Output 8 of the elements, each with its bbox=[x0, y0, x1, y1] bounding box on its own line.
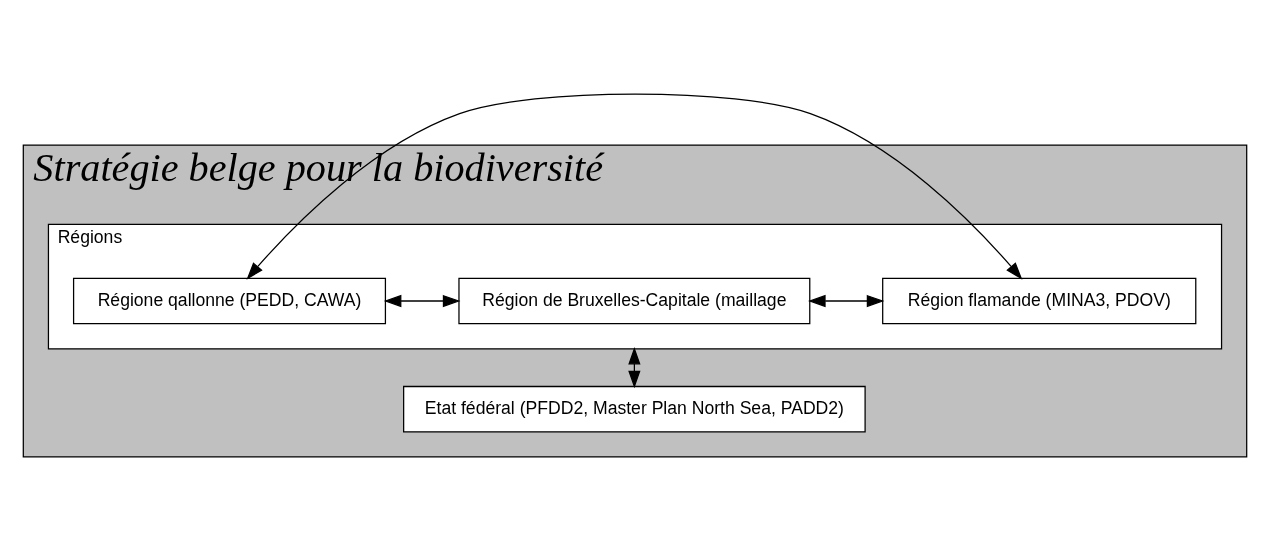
arrow bbox=[628, 346, 641, 388]
arrow bbox=[808, 294, 885, 307]
node-box: Régione qallonne (PEDD, CAWA) bbox=[72, 277, 387, 324]
node-box: Région flamande (MINA3, PDOV) bbox=[882, 277, 1197, 324]
node-box: Etat fédéral (PFDD2, Master Plan North Sea, PADD2) bbox=[403, 385, 866, 432]
arrow bbox=[246, 92, 1023, 280]
arrow bbox=[383, 294, 461, 307]
node-box: Région de Bruxelles-Capitale (maillage bbox=[458, 277, 811, 324]
